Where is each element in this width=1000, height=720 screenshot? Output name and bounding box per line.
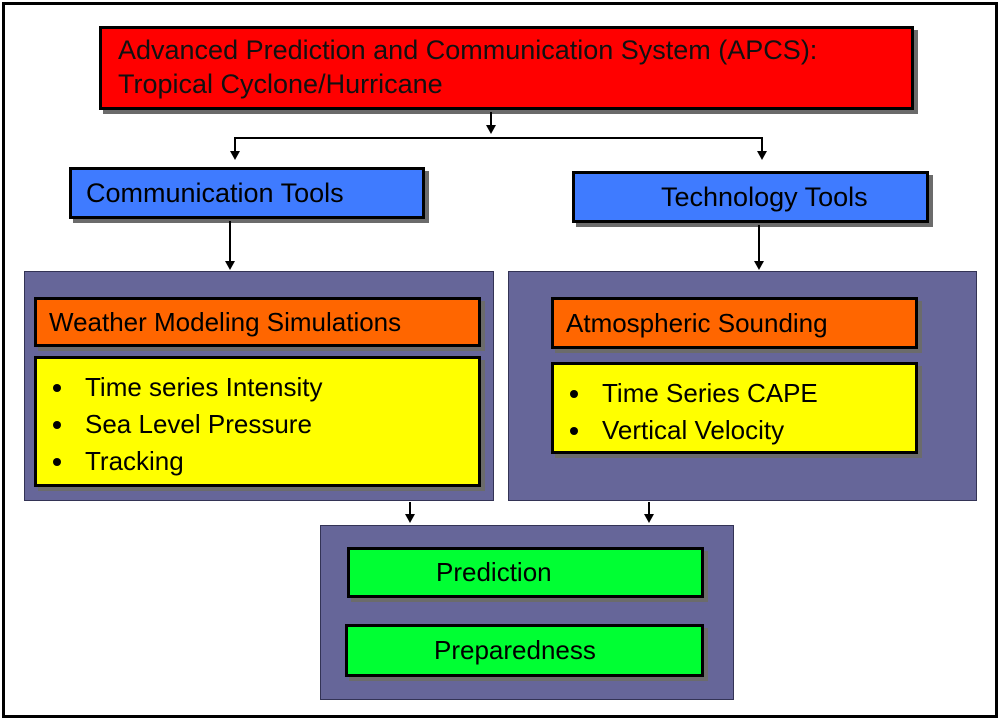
list-item: Time Series CAPE <box>554 375 915 412</box>
prediction-label: Prediction <box>436 557 552 587</box>
connector-to-technology <box>761 137 763 151</box>
title-line-1: Advanced Prediction and Communication Sy… <box>118 35 818 65</box>
list-item: Time series Intensity <box>37 369 478 406</box>
arrow-to-communication <box>230 151 240 160</box>
list-item: Sea Level Pressure <box>37 406 478 443</box>
connector-left-to-outcomes <box>409 502 411 514</box>
communication-tools-label: Communication Tools <box>86 177 344 208</box>
title-line-2: Tropical Cyclone/Hurricane <box>118 69 443 99</box>
atmospheric-sounding-label: Atmospheric Sounding <box>566 307 828 338</box>
communication-tools-box: Communication Tools <box>69 167 425 219</box>
connector-communication-to-panel <box>229 221 231 261</box>
atmospheric-sounding-list: Time Series CAPE Vertical Velocity <box>551 362 918 454</box>
preparedness-box: Preparedness <box>345 624 704 677</box>
arrow-left-to-outcomes <box>405 514 415 523</box>
technology-tools-box: Technology Tools <box>572 171 929 223</box>
arrow-to-technology <box>757 151 767 160</box>
connector-to-communication <box>234 137 236 151</box>
connector-right-to-outcomes <box>648 502 650 514</box>
technology-tools-label: Technology Tools <box>661 181 868 212</box>
weather-modeling-label: Weather Modeling Simulations <box>49 306 402 337</box>
arrow-communication-to-panel <box>225 261 235 270</box>
arrow-title-down <box>486 125 496 134</box>
weather-modeling-heading: Weather Modeling Simulations <box>34 297 481 347</box>
atmospheric-sounding-heading: Atmospheric Sounding <box>551 297 918 349</box>
arrow-technology-to-panel <box>754 261 764 270</box>
title-box: Advanced Prediction and Communication Sy… <box>99 26 914 110</box>
connector-technology-to-panel <box>758 225 760 261</box>
preparedness-label: Preparedness <box>434 635 596 665</box>
connector-title-horizontal <box>234 137 762 139</box>
weather-modeling-list: Time series Intensity Sea Level Pressure… <box>34 356 481 487</box>
arrow-right-to-outcomes <box>644 514 654 523</box>
prediction-box: Prediction <box>347 547 704 598</box>
list-item: Vertical Velocity <box>554 412 915 449</box>
connector-title-down <box>490 112 492 126</box>
list-item: Tracking <box>37 443 478 480</box>
